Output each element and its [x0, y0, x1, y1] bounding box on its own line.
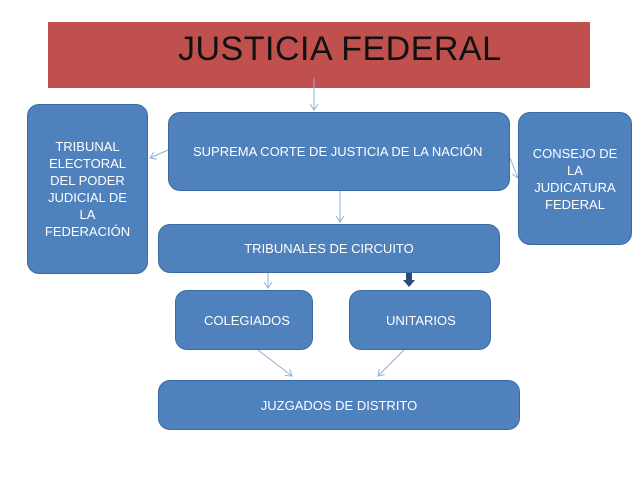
title-bar	[48, 22, 590, 88]
box-consejo-judicatura: CONSEJO DE LA JUDICATURA FEDERAL	[518, 112, 632, 245]
tribunal-line: ELECTORAL	[48, 156, 127, 171]
consejo-line: CONSEJO DE	[532, 145, 618, 161]
box-juzgados-distrito-label: JUZGADOS DE DISTRITO	[260, 397, 418, 413]
connector-suprema-to-tribunal	[150, 149, 169, 158]
connector-colegiados-to-juzgados	[257, 349, 292, 376]
box-suprema-corte-label: SUPREMA CORTE DE JUSTICIA DE LA NACIÓN	[193, 144, 483, 159]
consejo-line: LA	[567, 162, 583, 178]
tribunal-line: FEDERACIÓN	[44, 224, 131, 239]
tribunal-line: TRIBUNAL	[55, 139, 120, 154]
box-juzgados-distrito: JUZGADOS DE DISTRITO	[158, 380, 520, 430]
box-unitarios-label: UNITARIOS	[386, 312, 456, 328]
connector-unitarios-to-juzgados	[378, 349, 405, 376]
page-title: JUSTICIA FEDERAL	[178, 30, 502, 68]
box-suprema-corte: SUPREMA CORTE DE JUSTICIA DE LA NACIÓN	[168, 112, 510, 191]
connector-circuito-to-unitarios	[403, 273, 415, 287]
box-tribunales-circuito: TRIBUNALES DE CIRCUITO	[158, 224, 500, 273]
consejo-line: FEDERAL	[545, 196, 605, 212]
box-unitarios: UNITARIOS	[349, 290, 491, 350]
tribunal-line: LA	[79, 207, 96, 222]
box-colegiados: COLEGIADOS	[175, 290, 313, 350]
box-tribunales-circuito-label: TRIBUNALES DE CIRCUITO	[244, 241, 414, 256]
connector-suprema-to-consejo	[509, 157, 518, 178]
consejo-line: JUDICATURA	[534, 179, 616, 195]
tribunal-line: DEL PODER	[50, 173, 125, 188]
tribunal-line: JUDICIAL DE	[48, 190, 127, 205]
box-colegiados-label: COLEGIADOS	[204, 312, 290, 328]
box-tribunal-electoral: TRIBUNAL ELECTORAL DEL PODER JUDICIAL DE…	[27, 104, 148, 274]
